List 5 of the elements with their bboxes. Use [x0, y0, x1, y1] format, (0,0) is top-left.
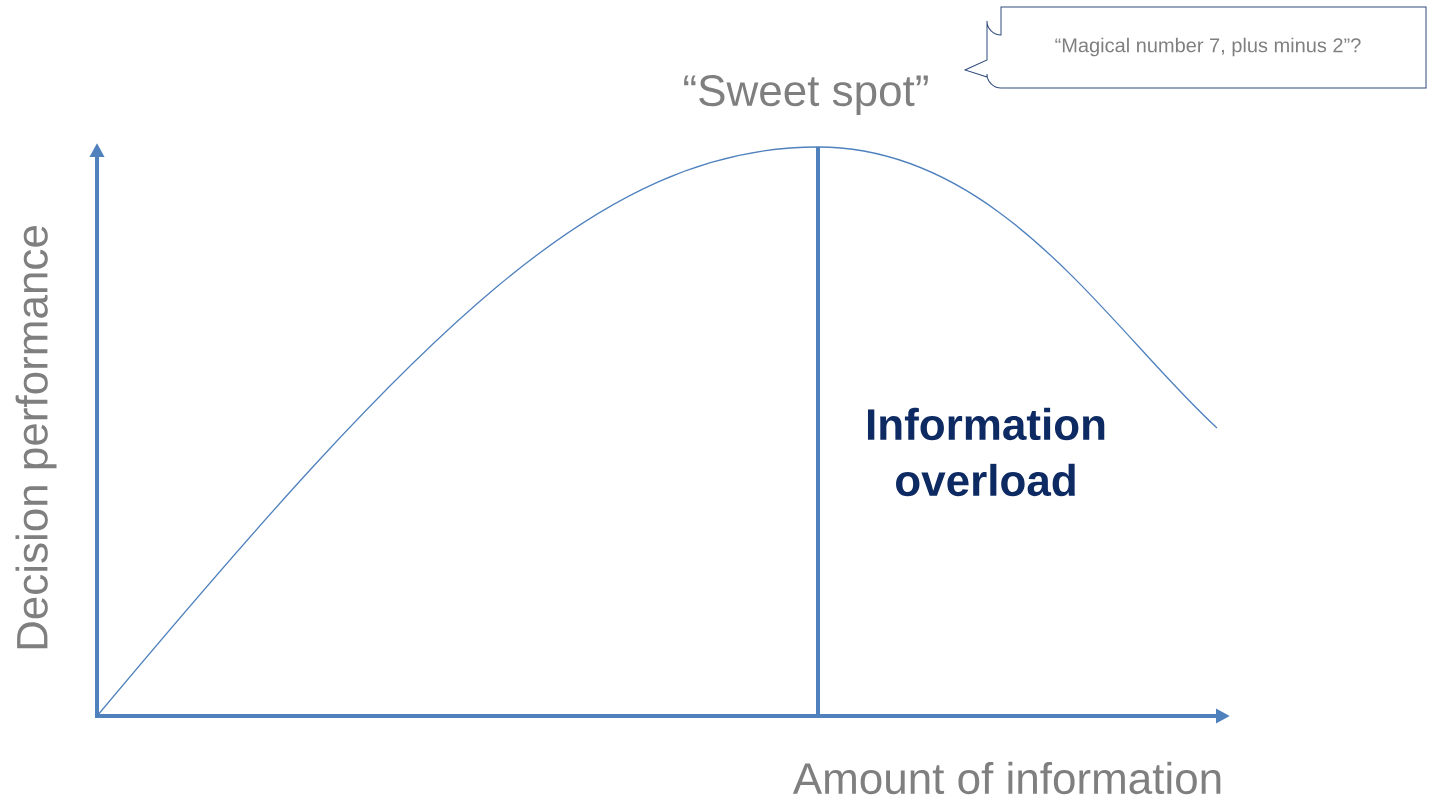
peak-label: “Sweet spot” [684, 75, 928, 115]
speech-bubble: “Magical number 7, plus minus 2”? [964, 6, 1427, 89]
axis-label: Amount of information [792, 761, 1221, 795]
axis-label: Decision performance [15, 226, 57, 649]
region-label: Information overload [867, 407, 1105, 497]
